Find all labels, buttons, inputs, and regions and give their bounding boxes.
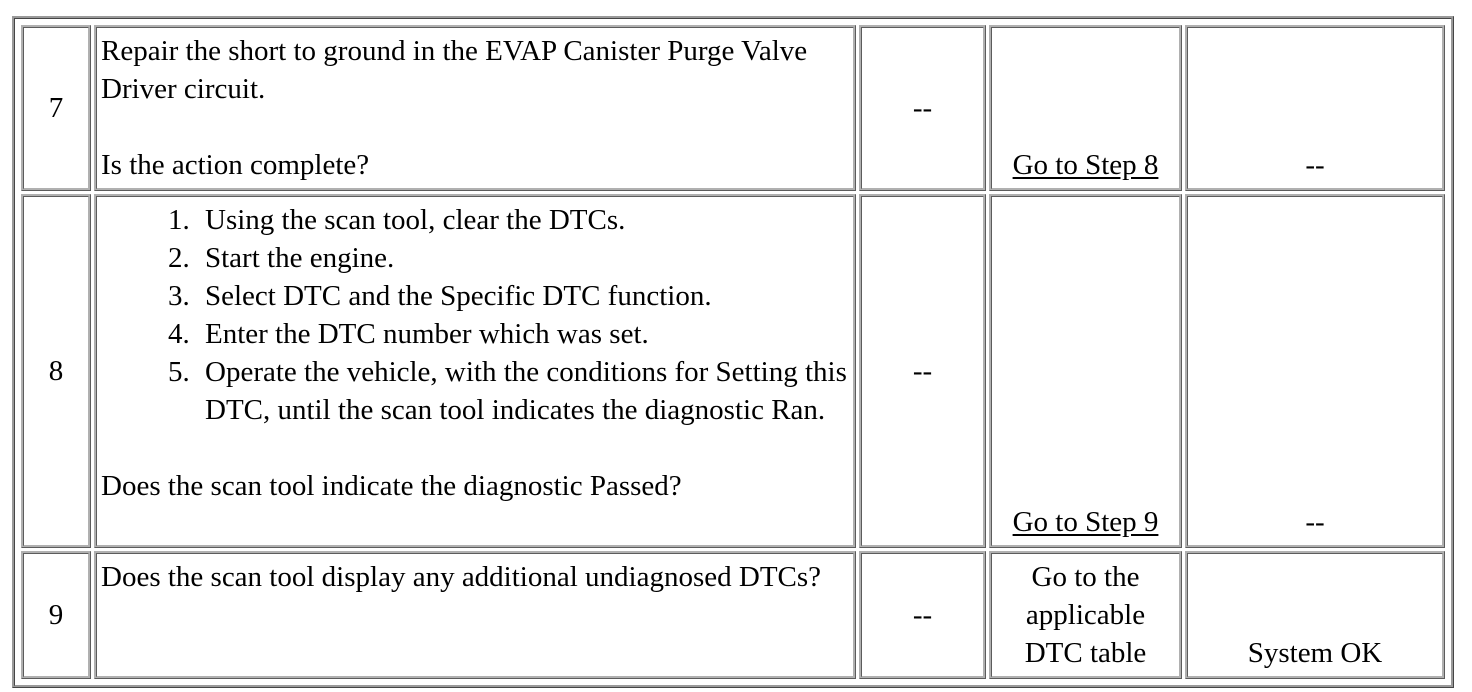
table-row: 7 Repair the short to ground in the EVAP… (21, 25, 1445, 191)
procedure-list: Using the scan tool, clear the DTCs. Sta… (101, 201, 849, 429)
table-row: 9 Does the scan tool display any additio… (21, 551, 1445, 679)
action-text: Repair the short to ground in the EVAP C… (101, 35, 808, 105)
table-row: 8 Using the scan tool, clear the DTCs. S… (21, 194, 1445, 548)
yes-cell: Go to the applicable DTC table (989, 551, 1182, 679)
value-cell: -- (859, 551, 986, 679)
no-cell: System OK (1185, 551, 1445, 679)
procedure-item: Operate the vehicle, with the conditions… (197, 353, 849, 429)
procedure-item: Select DTC and the Specific DTC function… (197, 277, 849, 315)
step-number: 8 (21, 194, 91, 548)
value-cell: -- (859, 25, 986, 191)
yes-cell: Go to Step 9 (989, 194, 1182, 548)
procedure-item: Using the scan tool, clear the DTCs. (197, 201, 849, 239)
procedure-item: Start the engine. (197, 239, 849, 277)
go-to-step-8-link[interactable]: Go to Step 8 (1012, 149, 1159, 181)
action-question: Does the scan tool indicate the diagnost… (101, 470, 682, 502)
step-number: 9 (21, 551, 91, 679)
procedure-item: Enter the DTC number which was set. (197, 315, 849, 353)
step-action: Does the scan tool display any additiona… (94, 551, 856, 679)
go-to-step-9-link[interactable]: Go to Step 9 (1012, 506, 1159, 538)
value-cell: -- (859, 194, 986, 548)
no-cell: -- (1185, 194, 1445, 548)
yes-cell: Go to Step 8 (989, 25, 1182, 191)
step-number: 7 (21, 25, 91, 191)
action-question: Is the action complete? (101, 149, 370, 181)
diagnostic-steps-table: 7 Repair the short to ground in the EVAP… (18, 22, 1448, 682)
step-action: Using the scan tool, clear the DTCs. Sta… (94, 194, 856, 548)
step-action: Repair the short to ground in the EVAP C… (94, 25, 856, 191)
diagnostic-table-frame: 7 Repair the short to ground in the EVAP… (12, 16, 1454, 688)
no-cell: -- (1185, 25, 1445, 191)
action-question: Does the scan tool display any additiona… (101, 561, 822, 593)
